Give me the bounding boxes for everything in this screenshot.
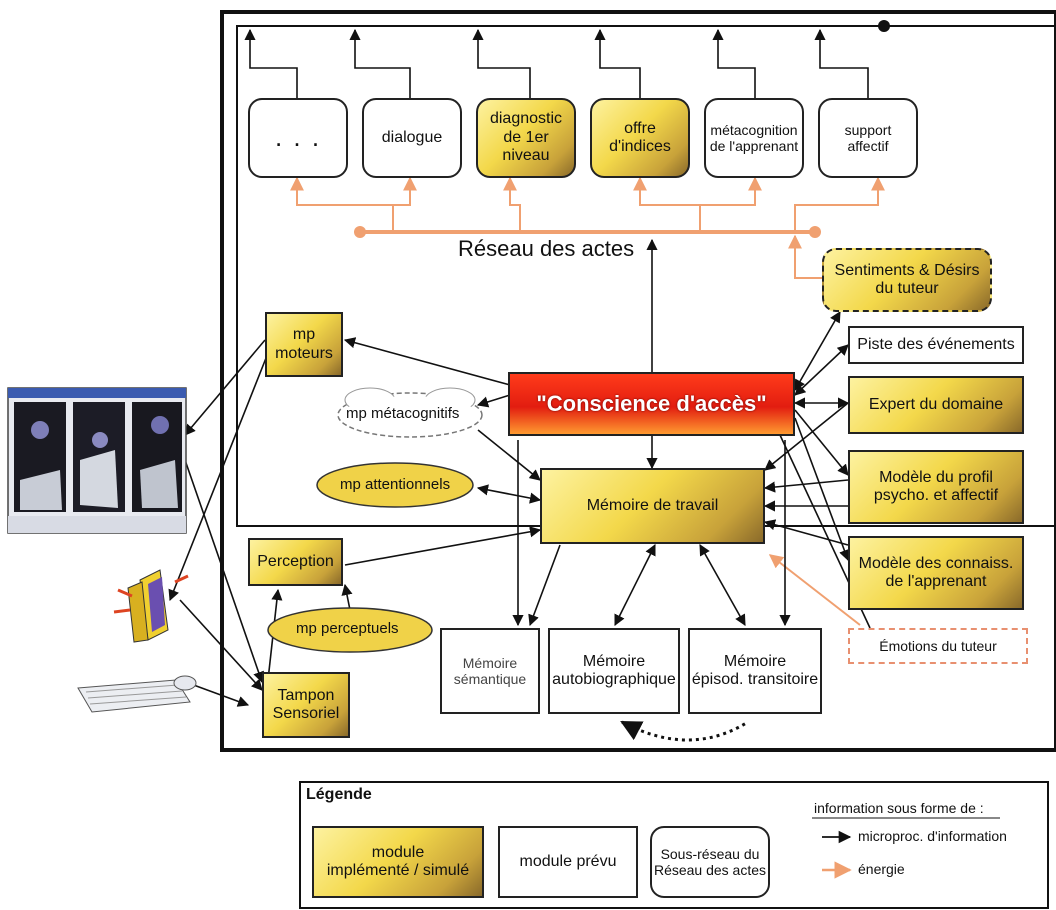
conscience-acces: "Conscience d'accès" <box>508 372 795 436</box>
memoire-semantique: Mémoire sémantique <box>440 628 540 714</box>
legend-planned: module prévu <box>498 826 638 898</box>
act-dialogue: dialogue <box>362 98 462 178</box>
legend-title: Légende <box>306 786 372 803</box>
mp-moteurs: mp moteurs <box>265 312 343 377</box>
mp-attentionnels-label: mp attentionnels <box>340 476 451 493</box>
act-ellipsis: . . . <box>248 98 348 178</box>
expert-domaine: Expert du domaine <box>848 376 1024 434</box>
cloud-mp-metacognitifs <box>337 387 483 438</box>
modele-profil: Modèle du profil psycho. et affectif <box>848 450 1024 524</box>
legend-info-title: information sous forme de : <box>814 800 984 816</box>
reseau-label: Réseau des actes <box>458 236 635 261</box>
modele-connaissances: Modèle des connaiss. de l'apprenant <box>848 536 1024 610</box>
memoire-autobiographique: Mémoire autobiographique <box>548 628 680 714</box>
legend-frame <box>299 781 1049 909</box>
legend-implemented: module implémenté / simulé <box>312 826 484 898</box>
cloud-mp-perceptuels <box>267 607 433 653</box>
legend-subnetwork: Sous-réseau du Réseau des actes <box>650 826 770 898</box>
legend-energy-text: énergie <box>858 861 905 877</box>
act-metacognition: métacognition de l'apprenant <box>704 98 804 178</box>
cloud-mp-attentionnels <box>316 462 474 508</box>
speaker-illustration <box>113 569 189 643</box>
legend-info-text: microproc. d'information <box>858 828 1007 844</box>
outer-frame <box>220 10 1056 752</box>
memoire-travail: Mémoire de travail <box>540 468 765 544</box>
computer-window-illustration <box>7 387 187 534</box>
dotted-arc <box>620 720 749 742</box>
act-output-arrows <box>244 28 869 98</box>
energy-network <box>290 176 885 626</box>
tampon-sensoriel: Tampon Sensoriel <box>262 672 350 738</box>
sentiments-desirs: Sentiments & Désirs du tuteur <box>822 248 992 312</box>
emotions-tuteur: Émotions du tuteur <box>848 628 1028 664</box>
memoire-episodique: Mémoire épisod. transitoire <box>688 628 822 714</box>
keyboard-mouse-illustration <box>77 675 197 713</box>
mp-metacognitifs-label: mp métacognitifs <box>346 405 460 422</box>
act-offre: offre d'indices <box>590 98 690 178</box>
info-arrows <box>168 311 871 707</box>
act-diagnostic: diagnostic de 1er niveau <box>476 98 576 178</box>
mp-perceptuels-label: mp perceptuels <box>296 620 399 637</box>
perception: Perception <box>248 538 343 586</box>
piste-evenements: Piste des événements <box>848 326 1024 364</box>
act-support: support affectif <box>818 98 918 178</box>
